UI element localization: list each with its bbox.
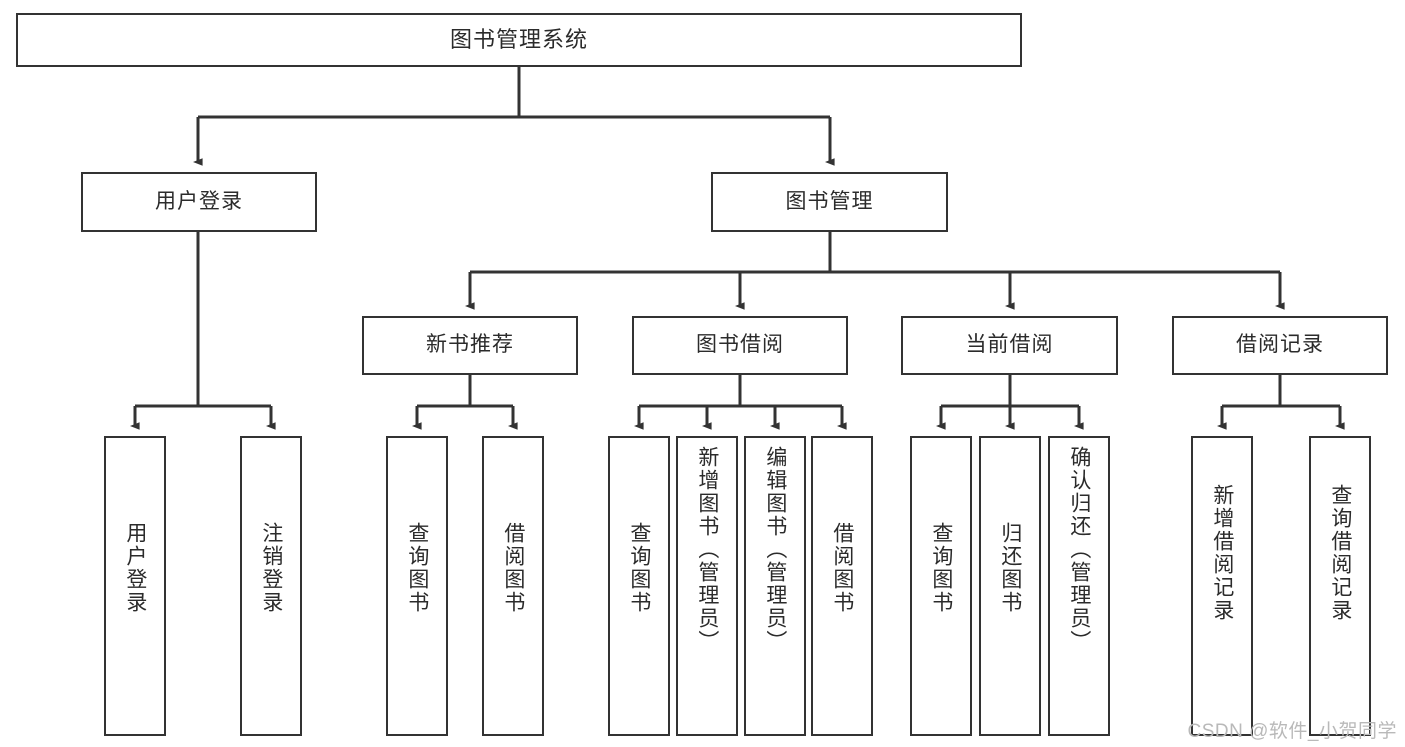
leaf-query-book-borrow[interactable]: 查询图书 — [608, 436, 670, 736]
node-label: 查询借阅记录 — [1328, 484, 1352, 622]
node-label: 图书借阅 — [696, 333, 784, 357]
node-new-book-recommend[interactable]: 新书推荐 — [362, 316, 578, 375]
leaf-user-login[interactable]: 用户登录 — [104, 436, 166, 736]
node-user-login[interactable]: 用户登录 — [81, 172, 317, 232]
node-label: 查询图书 — [405, 522, 429, 614]
node-current-borrow[interactable]: 当前借阅 — [901, 316, 1118, 375]
leaf-borrow-book-recommend[interactable]: 借阅图书 — [482, 436, 544, 736]
node-label: 新增借阅记录 — [1210, 484, 1234, 622]
leaf-logout[interactable]: 注销登录 — [240, 436, 302, 736]
leaf-edit-book-admin[interactable]: 编辑图书（管理员） — [744, 436, 806, 736]
leaf-borrow-book[interactable]: 借阅图书 — [811, 436, 873, 736]
node-label: 用户登录 — [155, 189, 243, 213]
node-book-management[interactable]: 图书管理 — [711, 172, 948, 232]
node-label: 查询图书 — [627, 522, 651, 614]
node-label: 图书管理系统 — [449, 27, 588, 53]
node-book-borrow[interactable]: 图书借阅 — [632, 316, 848, 375]
leaf-query-book-current[interactable]: 查询图书 — [910, 436, 972, 736]
node-label: 查询图书 — [929, 522, 953, 614]
node-label: 借阅图书 — [830, 522, 854, 614]
node-label: 用户登录 — [123, 522, 147, 614]
node-label: 归还图书 — [998, 522, 1022, 614]
leaf-add-book-admin[interactable]: 新增图书（管理员） — [676, 436, 738, 736]
node-label: 新书推荐 — [426, 333, 514, 357]
leaf-query-borrow-record[interactable]: 查询借阅记录 — [1309, 436, 1371, 736]
node-label: 注销登录 — [259, 522, 283, 614]
leaf-confirm-return-admin[interactable]: 确认归还（管理员） — [1048, 436, 1110, 736]
node-label: 借阅图书 — [501, 522, 525, 614]
node-label: 图书管理 — [785, 189, 874, 213]
node-label: 编辑图书（管理员） — [763, 446, 787, 653]
node-label: 借阅记录 — [1236, 333, 1324, 357]
node-label: 当前借阅 — [965, 333, 1054, 357]
node-root-system[interactable]: 图书管理系统 — [16, 13, 1022, 67]
leaf-return-book[interactable]: 归还图书 — [979, 436, 1041, 736]
node-borrow-record[interactable]: 借阅记录 — [1172, 316, 1388, 375]
node-label: 确认归还（管理员） — [1067, 446, 1091, 653]
watermark: CSDN @软件_小贺同学 — [1187, 721, 1397, 742]
node-label: 新增图书（管理员） — [695, 446, 719, 653]
leaf-add-borrow-record[interactable]: 新增借阅记录 — [1191, 436, 1253, 736]
leaf-query-book-recommend[interactable]: 查询图书 — [386, 436, 448, 736]
